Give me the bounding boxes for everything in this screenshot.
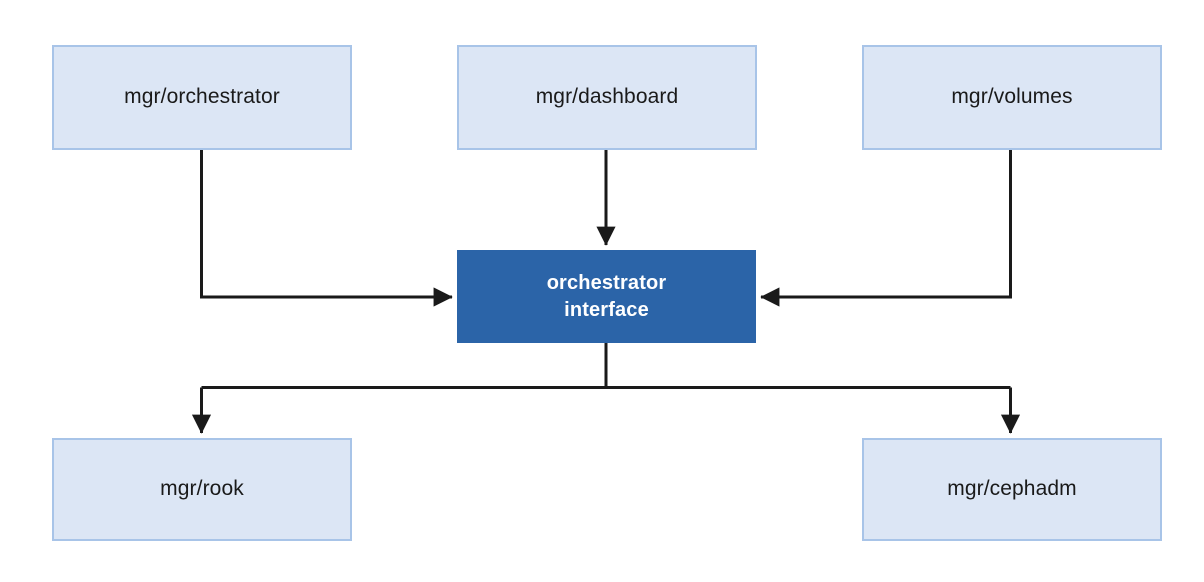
- node-mgr-rook[interactable]: mgr/rook: [52, 438, 352, 541]
- node-mgr-cephadm-label: mgr/cephadm: [947, 477, 1077, 501]
- edge-volumes-to-interface: [760, 150, 1012, 307]
- node-mgr-rook-label: mgr/rook: [160, 477, 244, 501]
- edge-orchestrator-to-interface: [200, 150, 453, 307]
- node-mgr-orchestrator-label: mgr/orchestrator: [124, 85, 280, 109]
- node-mgr-dashboard[interactable]: mgr/dashboard: [457, 45, 757, 150]
- node-mgr-orchestrator[interactable]: mgr/orchestrator: [52, 45, 352, 150]
- node-orchestrator-interface-label: orchestrator interface: [546, 272, 667, 321]
- node-orchestrator-interface[interactable]: orchestrator interface: [457, 250, 756, 343]
- node-mgr-dashboard-label: mgr/dashboard: [535, 85, 679, 109]
- node-mgr-volumes-label: mgr/volumes: [951, 85, 1073, 109]
- node-mgr-cephadm[interactable]: mgr/cephadm: [862, 438, 1162, 541]
- node-mgr-volumes[interactable]: mgr/volumes: [862, 45, 1162, 150]
